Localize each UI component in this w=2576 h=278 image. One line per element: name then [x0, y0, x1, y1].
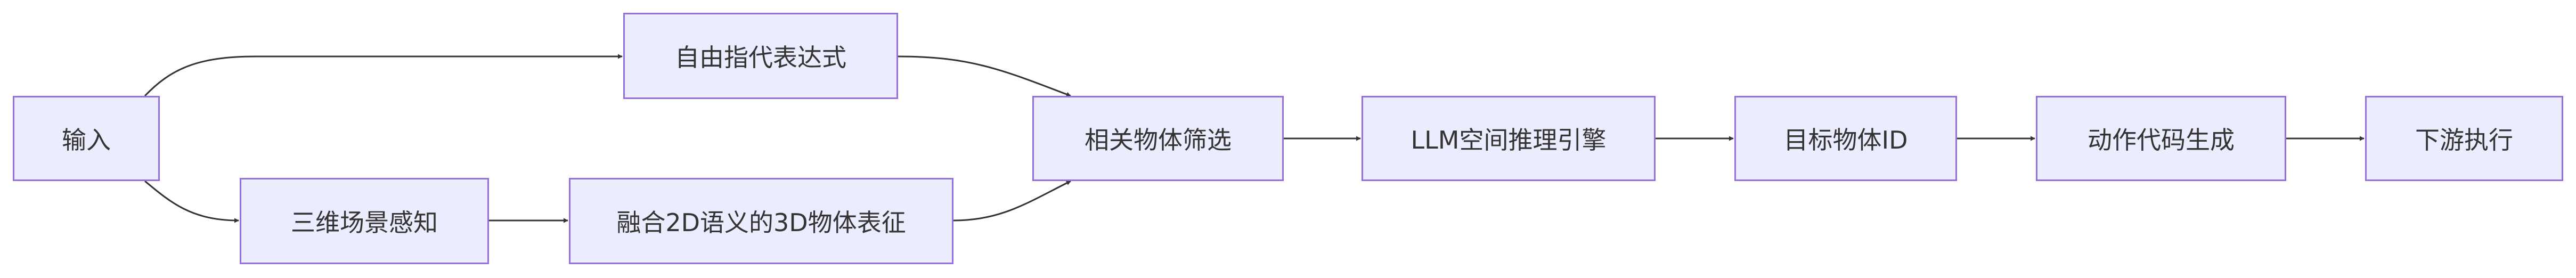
edge-fusion-to-relevant-filter: [953, 180, 1071, 222]
node-code-gen-label: 动作代码生成: [2088, 126, 2235, 154]
edge-input-to-free-form-referring: [144, 54, 623, 97]
node-code-gen: 动作代码生成: [2036, 96, 2286, 181]
node-fusion: 融合2D语义的3D物体表征: [569, 178, 953, 264]
node-downstream-label: 下游执行: [2415, 126, 2513, 154]
node-relevant-filter-label: 相关物体筛选: [1085, 126, 1232, 154]
node-free-form-referring-label: 自由指代表达式: [675, 43, 846, 72]
node-llm-engine-label: LLM空间推理引擎: [1411, 126, 1607, 154]
node-relevant-filter: 相关物体筛选: [1032, 96, 1284, 181]
node-llm-engine: LLM空间推理引擎: [1362, 96, 1656, 181]
node-fusion-label: 融合2D语义的3D物体表征: [616, 208, 906, 237]
node-scene-perception-label: 三维场景感知: [291, 208, 438, 237]
edge-free-form-referring-to-relevant-filter: [898, 55, 1071, 97]
node-input-label: 输入: [62, 126, 111, 154]
node-target-id-label: 目标物体ID: [1783, 126, 1908, 154]
node-downstream: 下游执行: [2365, 96, 2563, 181]
node-free-form-referring: 自由指代表达式: [623, 13, 898, 99]
node-input: 输入: [13, 96, 160, 181]
edge-input-to-scene-perception: [144, 180, 239, 223]
node-target-id: 目标物体ID: [1734, 96, 1957, 181]
node-scene-perception: 三维场景感知: [240, 178, 489, 264]
